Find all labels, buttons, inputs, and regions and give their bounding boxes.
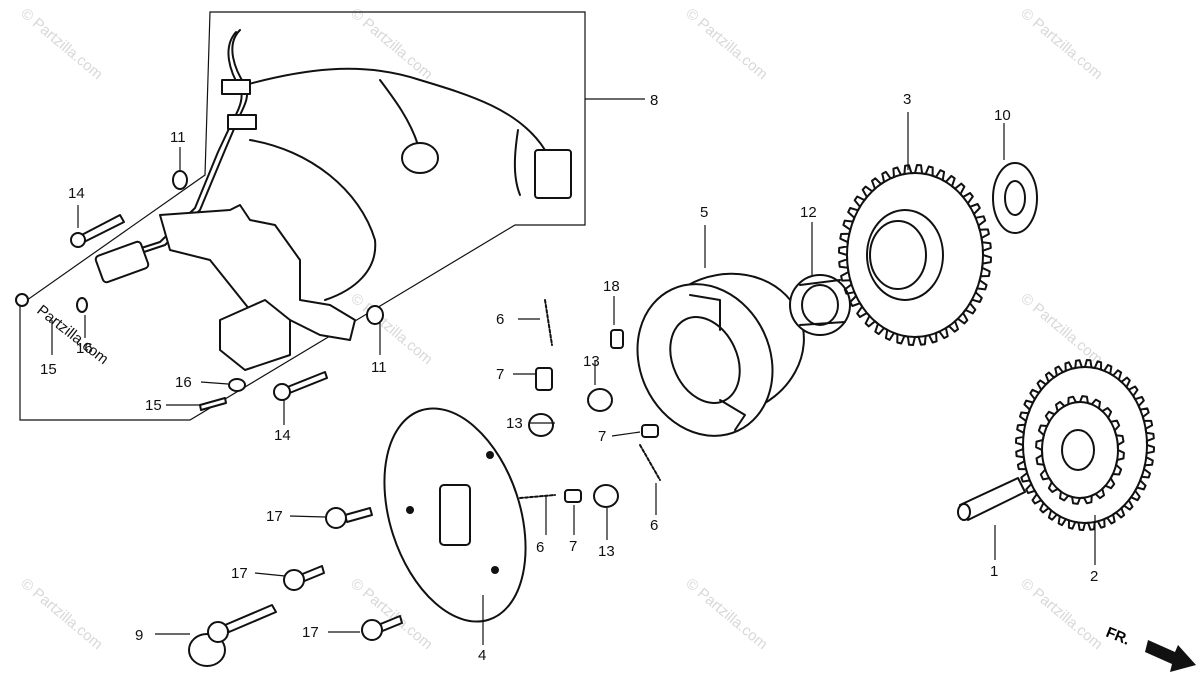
leader-lines — [51, 98, 1096, 645]
callout-12: 12 — [800, 204, 817, 221]
gear-teeth — [838, 164, 992, 346]
callout-9: 9 — [135, 627, 143, 644]
callout-6: 6 — [496, 311, 504, 328]
callout-labels: 1 2 3 4 5 6 6 6 7 7 7 8 9 10 11 11 12 13… — [40, 91, 1098, 664]
callout-14: 14 — [274, 427, 291, 444]
watermark: © Partzilla.com — [17, 575, 105, 653]
callout-2: 2 — [1090, 568, 1098, 585]
front-arrow-icon — [1145, 640, 1196, 672]
callout-7: 7 — [569, 538, 577, 555]
front-direction-indicator: FR. — [1104, 624, 1196, 672]
callout-3: 3 — [903, 91, 911, 108]
direction-label: FR. — [1104, 624, 1133, 649]
callout-11: 11 — [371, 359, 387, 376]
watermark: © Partzilla.com — [347, 290, 435, 368]
callout-15: 15 — [40, 361, 57, 378]
flange-bolts — [188, 507, 403, 667]
callout-5: 5 — [700, 204, 708, 221]
callout-13: 13 — [506, 415, 523, 432]
callout-7: 7 — [598, 428, 606, 445]
gear-teeth — [1015, 359, 1155, 531]
watermark: © Partzilla.com — [1017, 575, 1105, 653]
reduction-gear-shaft — [957, 477, 1026, 521]
starter-driven-gear — [838, 164, 992, 346]
callout-8: 8 — [650, 92, 658, 109]
callout-7: 7 — [496, 366, 504, 383]
callout-17: 17 — [231, 565, 248, 582]
needle-bearing — [789, 274, 851, 336]
watermark: © Partzilla.com — [682, 575, 770, 653]
assembly-boundary — [19, 11, 586, 421]
callout-17: 17 — [302, 624, 319, 641]
callout-15: 15 — [145, 397, 162, 414]
starter-clutch-assembly — [636, 272, 805, 437]
watermark: © Partzilla.com — [1017, 5, 1105, 83]
callout-4: 4 — [478, 647, 486, 664]
watermark: © Partzilla.com — [17, 5, 105, 83]
callout-13: 13 — [598, 543, 615, 560]
pulse-generator-bracket — [15, 170, 384, 411]
wire-harness — [131, 29, 572, 301]
watermark: © Partzilla.com — [682, 5, 770, 83]
callout-11: 11 — [170, 129, 186, 146]
callout-6: 6 — [536, 539, 544, 556]
callout-13: 13 — [583, 353, 600, 370]
callout-6: 6 — [650, 517, 658, 534]
watermark: © Partzilla.com — [347, 5, 435, 83]
reduction-gear — [1015, 359, 1155, 531]
callout-10: 10 — [994, 107, 1011, 124]
gear-teeth — [1035, 395, 1125, 505]
watermark: © Partzilla.com — [1017, 290, 1105, 368]
callout-1: 1 — [990, 563, 998, 580]
callout-18: 18 — [603, 278, 620, 295]
starter-clutch-outer-plate — [383, 407, 527, 623]
callout-14: 14 — [68, 185, 85, 202]
thrust-washer — [992, 162, 1038, 234]
callout-16: 16 — [175, 374, 192, 391]
site-label: Partzilla.com — [34, 302, 112, 368]
callout-16: 16 — [76, 340, 93, 357]
roller-spring-set — [519, 299, 661, 508]
callout-17: 17 — [266, 508, 283, 525]
